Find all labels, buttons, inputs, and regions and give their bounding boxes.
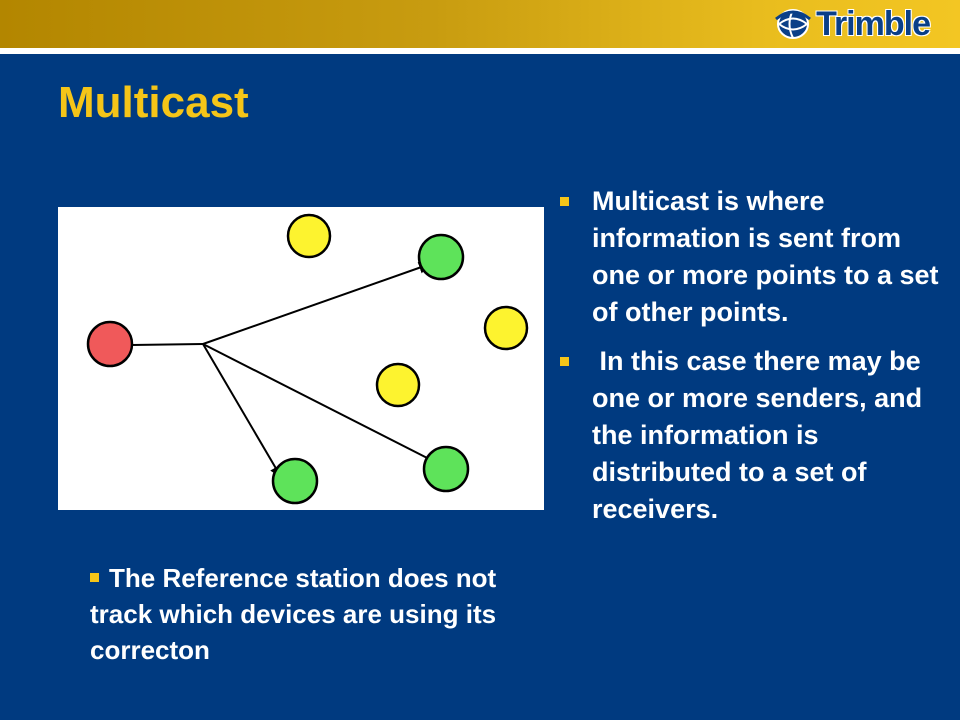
idle-node-right — [483, 305, 529, 351]
multicast-diagram — [58, 207, 544, 510]
square-bullet-icon — [560, 357, 569, 366]
bullet-list: Multicast is where information is sent f… — [556, 183, 946, 540]
arrow-to-receiver-top — [202, 261, 431, 345]
trimble-logo: Trimble — [774, 4, 931, 44]
idle-node-middle — [375, 362, 421, 408]
sender-link-line — [131, 343, 204, 346]
trimble-globe-icon — [775, 9, 812, 39]
slide-title: Multicast — [58, 78, 249, 127]
bullet-text: In this case there may be one or more se… — [592, 346, 930, 524]
receiver-node-bottom-left — [271, 457, 319, 505]
header-bar: Trimble — [0, 0, 960, 48]
note-text: The Reference station does not track whi… — [90, 563, 497, 665]
bullet-text: Multicast is where information is sent f… — [592, 186, 939, 327]
logo-text: Trimble — [816, 4, 931, 43]
receiver-node-top — [417, 233, 465, 281]
square-bullet-icon — [90, 573, 99, 582]
bullet-item: Multicast is where information is sent f… — [556, 183, 946, 331]
arrow-to-receiver-bottom-left — [202, 343, 282, 478]
receiver-node-bottom-right — [422, 445, 470, 493]
bullet-item: In this case there may be one or more se… — [556, 343, 946, 528]
sender-node — [86, 320, 134, 368]
header-divider — [0, 48, 960, 54]
diagram-canvas — [86, 213, 529, 505]
square-bullet-icon — [560, 197, 569, 206]
arrow-to-receiver-bottom-right — [202, 343, 440, 465]
reference-station-note: The Reference station does not track whi… — [90, 560, 550, 668]
idle-node-top — [286, 213, 332, 259]
